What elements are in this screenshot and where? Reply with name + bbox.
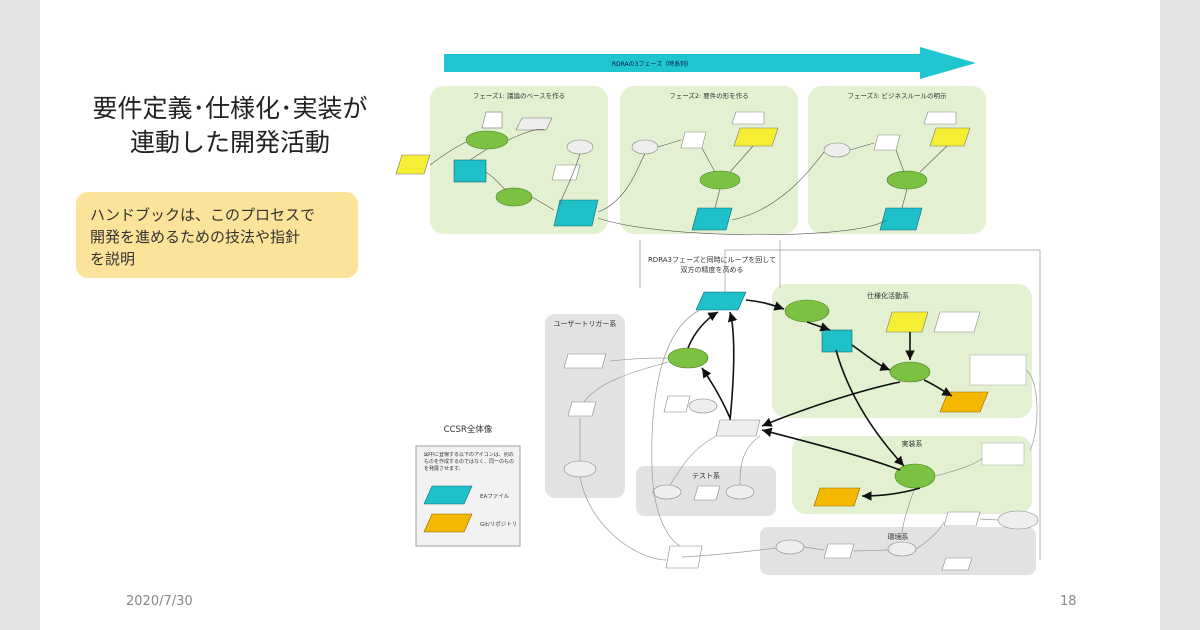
spec-yellow-doc: [885, 311, 929, 333]
ccsr-thin-connectors: [579, 240, 1041, 561]
spec-label: 仕様化活動系: [867, 291, 909, 300]
phase-3-yellow-doc: [929, 127, 971, 147]
phase-1-teal-doc: [453, 159, 487, 183]
phase-1-hearing: [566, 139, 594, 155]
loop-text-line-1: RDRA3フェーズと同時にループを回して: [648, 255, 776, 264]
phase-1-panel: [430, 86, 608, 234]
env-node-3: [887, 541, 917, 557]
phase-1-task-1: [465, 130, 509, 150]
env-node-1: [775, 539, 805, 555]
process-diagram: RDRAの3フェーズ（時系列） フェーズ1: 議論のベースを作る フェーズ2: …: [395, 47, 1041, 575]
phase-1-doc-1: [515, 117, 553, 131]
phase-3-label: フェーズ3: ビジネスルールの明示: [847, 91, 947, 100]
phase-2-note: [731, 111, 765, 125]
spec-task-1: [784, 299, 830, 323]
ccsr-main-connectors: [687, 299, 953, 501]
phase-3-teal-output: [879, 207, 923, 231]
phase-3-doc-1: [873, 134, 901, 151]
env-node-4: [943, 511, 981, 527]
test-label: テスト系: [692, 471, 720, 480]
page-number: 18: [1060, 594, 1077, 609]
code-doc-top: [939, 391, 989, 413]
phase-3-hearing: [823, 142, 851, 158]
phase-connectors: [429, 129, 948, 236]
legend-git-label: Git/リポジトリ: [480, 521, 517, 528]
phase-1-teal-output: [553, 199, 599, 227]
ea-file-top: [695, 291, 747, 311]
test-node-3: [725, 484, 755, 500]
slide: 要件定義･仕様化･実装が 連動した開発活動 ハンドブックは、このプロセスで 開発…: [40, 0, 1160, 630]
phase-1-doc-2: [551, 164, 581, 181]
ut-task: [563, 460, 597, 478]
hearing-ccsr: [688, 398, 718, 414]
title-line-2: 連動した開発活動: [129, 128, 330, 157]
phase-2-label: フェーズ2: 要件の形を作る: [669, 91, 749, 100]
loop-text-line-2: 双方の精度を高める: [681, 265, 744, 274]
env-node-2: [823, 543, 855, 559]
phase-1-note: [481, 111, 503, 129]
spec-task-2: [889, 361, 931, 383]
legend-text: 図中に登場する以下のアイコンは、別のものを作成するのではなく、同一のものを発展さ…: [424, 452, 515, 472]
phase-3-task: [886, 170, 928, 190]
handbook-note: ハンドブックは、このプロセスで 開発を進めるための技法や指針 を説明: [76, 192, 358, 278]
legend-title: CCSR全体像: [444, 424, 493, 435]
spec-teal-doc: [821, 329, 853, 353]
env-node-5: [941, 557, 973, 571]
requirement-task: [667, 347, 709, 369]
slide-date: 2020/7/30: [126, 594, 193, 609]
phase-2-yellow-doc: [733, 127, 779, 147]
spec-notes: [969, 354, 1027, 386]
phase-1-label: フェーズ1: 議論のベースを作る: [473, 91, 565, 100]
phase-1-task-2: [495, 187, 533, 207]
doc-ccsr: [663, 395, 691, 413]
ut-doc-1: [563, 353, 607, 369]
impl-label: 実装系: [902, 439, 923, 448]
impl-notes: [981, 442, 1025, 466]
timeline-arrow-label: RDRAの3フェーズ（時系列）: [612, 60, 692, 68]
code-doc-bottom: [813, 487, 861, 507]
legend-ea-label: EAファイル: [480, 493, 510, 500]
left-margin: [0, 0, 40, 630]
impl-task: [894, 463, 936, 489]
test-node-1: [652, 484, 682, 500]
user-trigger-label: ユーザートリガー系: [554, 319, 617, 328]
right-margin: [1160, 0, 1200, 630]
timeline-arrow: [444, 47, 976, 79]
phase-2-doc-1: [680, 131, 707, 149]
phase-2-hearing: [631, 139, 659, 155]
legend-ea-icon: [423, 485, 473, 505]
phase-2-teal-output: [691, 207, 733, 231]
test-node-2: [693, 485, 721, 501]
test-doc: [715, 419, 761, 437]
phase-2-task: [699, 170, 741, 190]
spec-doc-white: [933, 311, 981, 333]
ut-doc-2: [567, 401, 597, 417]
phase-3-note: [923, 111, 957, 125]
env-label: 環境系: [888, 532, 909, 541]
env-node-6: [997, 510, 1039, 530]
phase-1-yellow-doc: [395, 154, 431, 175]
legend-git-icon: [423, 513, 473, 533]
title-line-1: 要件定義･仕様化･実装が: [92, 94, 368, 123]
slide-title: 要件定義･仕様化･実装が 連動した開発活動: [70, 92, 390, 160]
